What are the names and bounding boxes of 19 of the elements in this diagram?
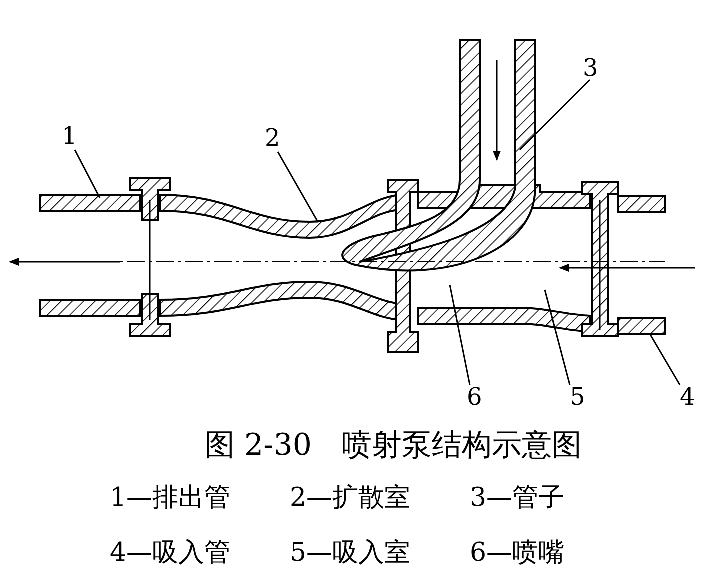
- callout-number: 3: [583, 54, 598, 82]
- legend-text: 6—喷嘴: [470, 537, 565, 570]
- legend-text: 5—吸入室: [290, 537, 411, 570]
- leader-line: [544, 290, 571, 386]
- callout-number: 4: [680, 383, 696, 411]
- legend-text: 3—管子: [470, 482, 565, 515]
- leader-line: [74, 150, 101, 198]
- leader-line: [449, 284, 471, 386]
- legend-text: 1—排出管: [110, 482, 231, 515]
- figure-caption: 图 2-30 喷射泵结构示意图: [205, 427, 582, 465]
- leader-line: [519, 79, 591, 151]
- leader-line: [649, 334, 681, 386]
- callout-number: 6: [467, 383, 482, 411]
- callout-number: 1: [62, 122, 78, 150]
- legend-text: 4—吸入管: [110, 537, 231, 570]
- callout-number: 2: [265, 124, 280, 152]
- leader-line: [277, 152, 319, 222]
- legend-text: 2—扩散室: [290, 482, 411, 515]
- callout-number: 5: [570, 383, 586, 411]
